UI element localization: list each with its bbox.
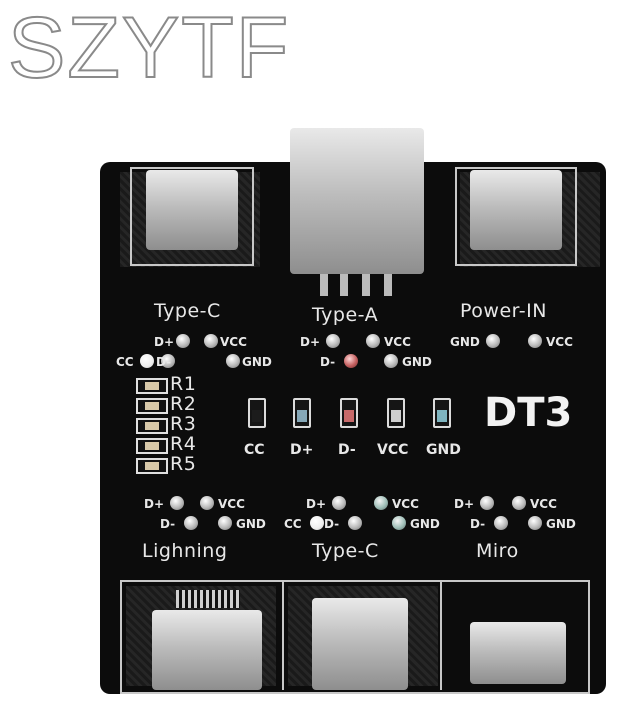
- led-label: CC: [244, 442, 265, 458]
- resistor: [136, 438, 168, 454]
- typea-pin-3: [362, 274, 370, 296]
- resistor-label: R4: [170, 433, 197, 455]
- pad: [170, 496, 184, 510]
- pad: [392, 516, 406, 530]
- typec-bottom-gnd: GND: [410, 517, 440, 531]
- lightning-dminus: D-: [160, 517, 176, 531]
- micro-dplus: D+: [454, 497, 475, 511]
- typea-vcc: VCC: [384, 335, 411, 349]
- led-label: GND: [426, 442, 461, 458]
- typec-bottom-cc: CC: [284, 517, 302, 531]
- pad: [348, 516, 362, 530]
- pad: [384, 354, 398, 368]
- micro-gnd: GND: [546, 517, 576, 531]
- micro-vcc: VCC: [530, 497, 557, 511]
- lightning-dplus: D+: [144, 497, 165, 511]
- resistor-label: R3: [170, 413, 197, 435]
- typec-top-label: Type-C: [154, 300, 221, 322]
- bay-divider: [440, 580, 442, 690]
- pad: [200, 496, 214, 510]
- power-vcc: VCC: [546, 335, 573, 349]
- pad: [204, 334, 218, 348]
- typec-top-cc: CC: [116, 355, 134, 369]
- led-dplus: [293, 398, 311, 428]
- typec-bottom-dplus: D+: [306, 497, 327, 511]
- lightning-pins: [176, 590, 240, 608]
- typec-top-gnd: GND: [242, 355, 272, 369]
- pad: [344, 354, 358, 368]
- bottom-bay-frame: [120, 580, 590, 694]
- power-in-frame: [455, 167, 577, 266]
- led-gnd: [433, 398, 451, 428]
- led-label: VCC: [377, 442, 409, 458]
- typec-top-vcc: VCC: [220, 335, 247, 349]
- led-dminus: [340, 398, 358, 428]
- brand-watermark: SZYTF: [7, 0, 291, 97]
- power-in-port: [470, 170, 562, 250]
- typec-top-dminus: D-: [156, 355, 172, 369]
- pad: [486, 334, 500, 348]
- typec-bottom-label: Type-C: [312, 540, 379, 562]
- bay-divider: [282, 580, 284, 690]
- led-cc: [248, 398, 266, 428]
- typea-gnd: GND: [402, 355, 432, 369]
- typea-dminus: D-: [320, 355, 336, 369]
- micro-dminus: D-: [470, 517, 486, 531]
- typec-frame-top: [130, 167, 254, 266]
- resistor: [136, 458, 168, 474]
- pad: [218, 516, 232, 530]
- typec-port-bottom: [312, 598, 408, 690]
- typea-pin-2: [340, 274, 348, 296]
- resistor: [136, 418, 168, 434]
- resistor: [136, 398, 168, 414]
- lightning-label: Lighning: [142, 540, 228, 562]
- pad: [374, 496, 388, 510]
- typea-label: Type-A: [312, 304, 379, 326]
- led-label: D-: [338, 442, 356, 458]
- pad: [528, 516, 542, 530]
- pad: [140, 354, 154, 368]
- micro-label: Miro: [476, 540, 519, 562]
- pad: [326, 334, 340, 348]
- typec-bottom-dminus: D-: [324, 517, 340, 531]
- pad: [480, 496, 494, 510]
- pad: [494, 516, 508, 530]
- micro-usb-port: [470, 622, 566, 684]
- typea-pin-1: [320, 274, 328, 296]
- pad: [528, 334, 542, 348]
- typec-top-dplus: D+: [154, 335, 175, 349]
- resistor-label: R2: [170, 393, 197, 415]
- pad: [512, 496, 526, 510]
- tester-board: Type-C Type-A Power-IN D+ VCC CC D- GND …: [100, 128, 606, 694]
- pad: [161, 354, 175, 368]
- power-in-label: Power-IN: [460, 300, 547, 322]
- resistor-label: R1: [170, 373, 197, 395]
- model-label: DT3: [484, 390, 573, 436]
- typec-port-top: [146, 170, 238, 250]
- pad: [310, 516, 324, 530]
- lightning-vcc: VCC: [218, 497, 245, 511]
- pad: [176, 334, 190, 348]
- typea-pin-4: [384, 274, 392, 296]
- led-vcc: [387, 398, 405, 428]
- resistor-label: R5: [170, 453, 197, 475]
- lightning-port: [152, 610, 262, 690]
- lightning-gnd: GND: [236, 517, 266, 531]
- pad: [226, 354, 240, 368]
- pad: [184, 516, 198, 530]
- typea-port: [290, 128, 424, 274]
- typec-bottom-vcc: VCC: [392, 497, 419, 511]
- pad: [332, 496, 346, 510]
- resistor: [136, 378, 168, 394]
- power-gnd: GND: [450, 335, 480, 349]
- pad: [366, 334, 380, 348]
- led-label: D+: [290, 442, 314, 458]
- typea-dplus: D+: [300, 335, 321, 349]
